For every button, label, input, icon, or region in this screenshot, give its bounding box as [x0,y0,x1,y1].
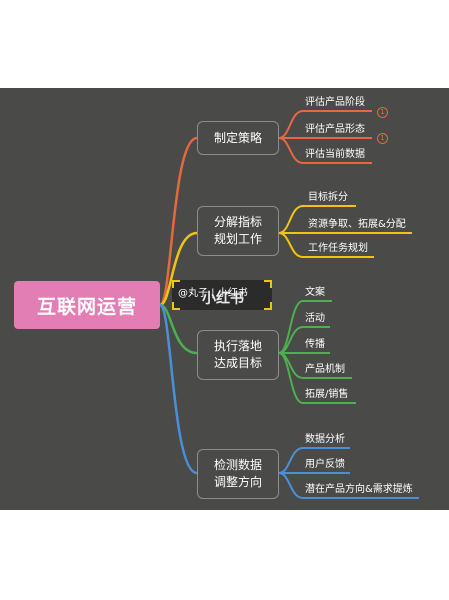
mindmap-canvas: 互联网运营 制定策略 分解指标 规划工作 执行落地 达成目标 检测数据 调整方向… [0,88,449,510]
connector-root-strategy [158,136,198,307]
corner-icon [172,280,180,288]
leaf-node[interactable]: 数据分析 [305,434,345,445]
branch-label: 检测数据 调整方向 [213,458,262,489]
watermark-logo: 小红书 [202,291,244,307]
connector-strategy-leaf [278,137,372,164]
watermark-user: @丸子 | 小红书 [178,288,248,299]
leaf-node[interactable]: 资源争取、拓展&分配 [308,219,406,230]
corner-icon [264,280,272,288]
connector-execute-leaf [278,352,356,404]
watermark: @丸子 | 小红书 小红书 [172,280,272,310]
connector-root-monitor [158,303,198,475]
branch-node-execute[interactable]: 执行落地 达成目标 [197,330,279,380]
leaf-node[interactable]: 工作任务规划 [308,243,368,254]
branch-label: 执行落地 达成目标 [213,339,262,370]
leaf-node[interactable]: 评估当前数据 [305,149,365,160]
branch-node-monitor[interactable]: 检测数据 调整方向 [197,449,279,499]
root-node[interactable]: 互联网运营 [14,281,160,329]
leaf-node[interactable]: 潜在产品方向&需求提炼 [305,484,413,495]
connector-root-plan [159,231,198,307]
leaf-node[interactable]: 传播 [305,339,325,350]
corner-icon [264,302,272,310]
branch-node-strategy[interactable]: 制定策略 [197,121,279,155]
mindmap-connectors [158,110,419,499]
leaf-node[interactable]: 评估产品形态 [305,124,365,135]
leaf-node[interactable]: 活动 [305,313,325,324]
marker-icon: 1 [377,107,388,118]
connector-plan-leaf [278,232,374,258]
leaf-node[interactable]: 产品机制 [305,364,345,375]
leaf-node[interactable]: 评估产品阶段 [305,97,365,108]
leaf-node[interactable]: 目标拆分 [308,192,348,203]
connector-monitor-leaf [278,472,419,499]
leaf-node[interactable]: 拓展/销售 [305,389,349,400]
connector-root-execute [159,303,198,355]
leaf-node[interactable]: 文案 [305,287,325,298]
branch-label: 制定策略 [213,130,262,145]
marker-icon: 1 [377,133,388,144]
branch-node-plan[interactable]: 分解指标 规划工作 [197,206,279,256]
branch-label: 分解指标 规划工作 [213,215,262,246]
leaf-node[interactable]: 用户反馈 [305,459,345,470]
corner-icon [172,302,180,310]
